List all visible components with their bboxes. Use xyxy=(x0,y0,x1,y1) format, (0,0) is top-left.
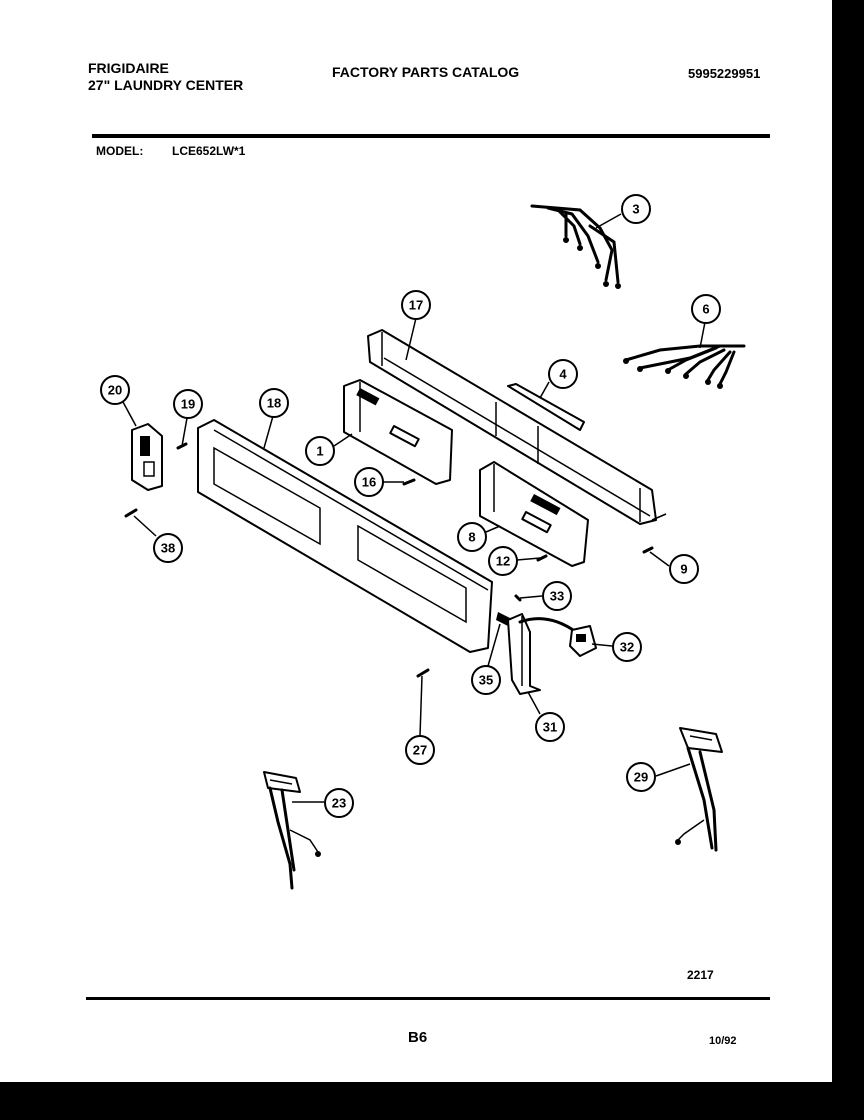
revision-date: 10/92 xyxy=(709,1035,737,1047)
callout-31: 31 xyxy=(535,712,565,742)
svg-text:1: 1 xyxy=(316,444,323,459)
svg-text:17: 17 xyxy=(409,298,423,313)
svg-text:12: 12 xyxy=(496,554,510,569)
catalog-page: FRIGIDAIRE 27" LAUNDRY CENTER FACTORY PA… xyxy=(0,0,832,1082)
model-label: MODEL: xyxy=(96,144,144,158)
callout-23: 23 xyxy=(324,788,354,818)
svg-text:3: 3 xyxy=(632,202,639,217)
svg-text:27: 27 xyxy=(413,743,427,758)
part-6-wire-harness xyxy=(623,344,746,389)
part-38-screw xyxy=(124,508,138,518)
page-number: B6 xyxy=(408,1029,428,1046)
part-8-control-module-right xyxy=(479,461,589,567)
part-33-screw xyxy=(514,594,522,602)
svg-text:35: 35 xyxy=(479,673,493,688)
callout-20: 20 xyxy=(100,375,130,405)
part-9-screw xyxy=(642,546,654,554)
callout-1: 1 xyxy=(305,436,335,466)
part-27-screw xyxy=(416,668,430,678)
part-3-wire-harness xyxy=(530,204,621,289)
brand-block: FRIGIDAIRE 27" LAUNDRY CENTER xyxy=(88,60,243,94)
callout-9: 9 xyxy=(669,554,699,584)
part-1-control-module-left xyxy=(343,379,453,485)
callout-4: 4 xyxy=(548,359,578,389)
part-17-control-panel-rail xyxy=(367,329,667,525)
callout-33: 33 xyxy=(542,581,572,611)
callout-27: 27 xyxy=(405,735,435,765)
svg-text:16: 16 xyxy=(362,475,376,490)
svg-text:31: 31 xyxy=(543,720,557,735)
callout-3: 3 xyxy=(621,194,651,224)
part-18-front-panel xyxy=(197,419,493,653)
catalog-title: FACTORY PARTS CATALOG xyxy=(332,64,520,80)
svg-text:6: 6 xyxy=(702,302,709,317)
callout-19: 19 xyxy=(173,389,203,419)
svg-text:18: 18 xyxy=(267,396,281,411)
callout-32: 32 xyxy=(612,632,642,662)
small-hardware xyxy=(124,442,654,678)
svg-text:33: 33 xyxy=(550,589,564,604)
svg-text:9: 9 xyxy=(680,562,687,577)
brand-name: FRIGIDAIRE xyxy=(88,60,169,76)
callout-12: 12 xyxy=(488,546,518,576)
header-rule xyxy=(92,134,770,138)
callout-35: 35 xyxy=(471,665,501,695)
part-35-clip xyxy=(496,612,510,626)
part-4-trim-strip xyxy=(507,383,585,431)
leader-lines xyxy=(122,213,706,803)
svg-text:20: 20 xyxy=(108,383,122,398)
part-20-end-bracket xyxy=(131,423,163,491)
part-16-screw xyxy=(402,478,416,486)
callout-29: 29 xyxy=(626,762,656,792)
callout-38: 38 xyxy=(153,533,183,563)
catalog-number: 5995229951 xyxy=(688,66,761,81)
callout-17: 17 xyxy=(401,290,431,320)
drawing-number: 2217 xyxy=(687,968,714,982)
product-line: 27" LAUNDRY CENTER xyxy=(88,77,244,93)
footer-rule xyxy=(86,997,770,1000)
svg-text:19: 19 xyxy=(181,397,195,412)
callout-18: 18 xyxy=(259,388,289,418)
callout-8: 8 xyxy=(457,522,487,552)
callout-6: 6 xyxy=(691,294,721,324)
svg-text:8: 8 xyxy=(468,530,475,545)
part-32-switch xyxy=(518,617,597,657)
svg-text:38: 38 xyxy=(161,541,175,556)
part-31-bracket xyxy=(507,613,541,695)
model-number: LCE652LW*1 xyxy=(172,144,246,158)
svg-text:29: 29 xyxy=(634,770,648,785)
svg-text:32: 32 xyxy=(620,640,634,655)
edge-mark xyxy=(0,566,10,569)
part-29-harness-connector xyxy=(675,727,723,852)
svg-text:4: 4 xyxy=(559,367,567,382)
part-12-screw xyxy=(536,554,548,562)
exploded-parts-diagram: 3 17 6 4 20 19 18 1 16 8 12 9 33 32 35 3… xyxy=(100,194,746,890)
part-23-harness-connector xyxy=(263,771,321,890)
callout-16: 16 xyxy=(354,467,384,497)
svg-text:23: 23 xyxy=(332,796,346,811)
